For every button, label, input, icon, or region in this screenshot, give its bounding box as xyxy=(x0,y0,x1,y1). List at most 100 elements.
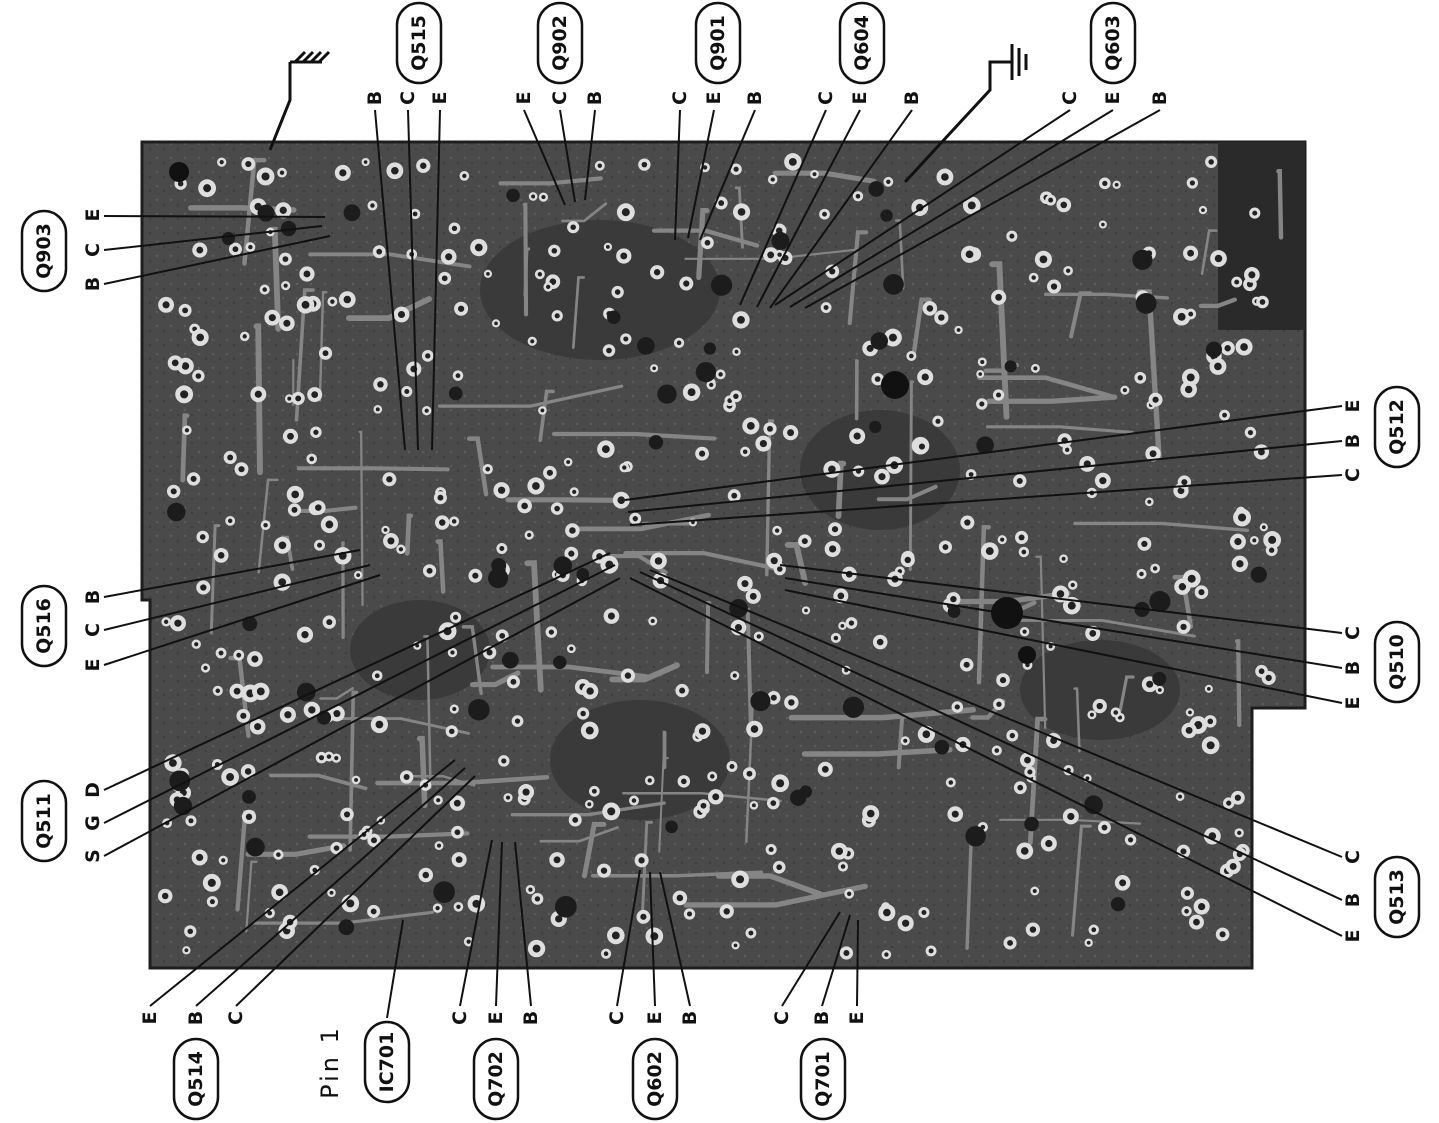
solder-hole xyxy=(909,353,914,359)
circuit-trace xyxy=(296,466,450,472)
solder-hole xyxy=(505,795,511,800)
solder-hole xyxy=(734,349,739,354)
solder-hole xyxy=(426,567,433,574)
circuit-trace xyxy=(466,436,489,497)
circuit-trace xyxy=(1234,639,1242,728)
solder-hole xyxy=(398,547,404,552)
circuit-trace xyxy=(294,288,315,422)
solder-hole xyxy=(963,661,970,668)
solder-hole xyxy=(462,173,467,179)
solder-hole xyxy=(888,333,897,342)
solder-blob xyxy=(934,739,950,755)
solder-hole xyxy=(242,334,247,339)
circuit-trace xyxy=(704,601,712,675)
solder-hole xyxy=(1007,940,1014,946)
solder-hole xyxy=(438,519,446,526)
solder-blob xyxy=(468,698,490,721)
solder-hole xyxy=(804,608,808,613)
solder-hole xyxy=(591,788,597,794)
solder-blob xyxy=(553,556,573,575)
solder-hole xyxy=(709,382,714,388)
solder-hole xyxy=(168,759,177,767)
solder-hole xyxy=(822,211,827,217)
solder-hole xyxy=(451,519,457,524)
solder-hole xyxy=(985,547,994,556)
solder-hole xyxy=(967,201,976,210)
solder-hole xyxy=(718,372,723,377)
solder-hole xyxy=(866,809,875,818)
solder-hole xyxy=(375,407,380,412)
circuit-trace xyxy=(423,635,432,790)
solder-hole xyxy=(723,908,730,915)
solder-blob xyxy=(1135,292,1157,314)
ground-symbol-right xyxy=(903,44,1028,184)
q702-pin-b: B xyxy=(520,1011,542,1025)
solder-hole xyxy=(521,502,528,510)
q604-name: Q604 xyxy=(851,15,873,71)
solder-hole xyxy=(162,301,170,309)
solder-hole xyxy=(1246,281,1254,288)
solder-hole xyxy=(279,170,285,175)
leader-line xyxy=(659,871,691,1007)
solder-hole xyxy=(954,704,960,710)
solder-hole xyxy=(1224,345,1231,352)
circuit-trace xyxy=(876,484,938,502)
q903-name: Q903 xyxy=(33,223,55,279)
solder-hole xyxy=(1101,824,1108,831)
circuit-trace xyxy=(461,625,483,695)
solder-blob xyxy=(1152,671,1167,686)
solder-hole xyxy=(653,269,661,276)
solder-hole xyxy=(1207,718,1214,725)
solder-hole xyxy=(383,528,388,532)
solder-hole xyxy=(709,774,715,779)
solder-hole xyxy=(531,194,536,199)
solder-hole xyxy=(1184,908,1189,914)
solder-hole xyxy=(788,157,797,166)
solder-blob xyxy=(947,605,961,618)
circuit-trace xyxy=(784,541,809,586)
solder-hole xyxy=(600,867,608,874)
circuit-trace xyxy=(986,394,1118,404)
leader-line xyxy=(386,919,404,1019)
solder-hole xyxy=(767,251,775,259)
solder-blob xyxy=(870,332,888,350)
solder-hole xyxy=(586,687,594,695)
solder-hole xyxy=(188,818,194,824)
leader-line xyxy=(103,235,331,285)
solder-hole xyxy=(1067,601,1076,610)
solder-hole xyxy=(621,208,630,217)
solder-hole xyxy=(363,160,368,164)
solder-hole xyxy=(451,225,458,232)
solder-hole xyxy=(1102,180,1108,186)
solder-hole xyxy=(1021,549,1027,555)
q701-name: Q701 xyxy=(812,1051,834,1107)
solder-hole xyxy=(450,650,455,655)
solder-hole xyxy=(942,544,949,550)
solder-hole xyxy=(580,710,586,717)
leader-line xyxy=(103,564,371,631)
solder-hole xyxy=(1238,513,1247,522)
solder-hole xyxy=(303,270,311,278)
solder-hole xyxy=(776,779,785,788)
solder-blob xyxy=(695,362,716,383)
circuit-trace xyxy=(801,747,953,757)
solder-hole xyxy=(734,623,743,632)
circuit-trace xyxy=(538,389,555,443)
solder-hole xyxy=(774,528,780,533)
solder-hole xyxy=(921,910,927,916)
solder-hole xyxy=(1039,255,1048,264)
solder-hole xyxy=(1181,479,1188,486)
solder-hole xyxy=(631,798,637,803)
leader-line xyxy=(739,109,827,306)
solder-blob xyxy=(280,220,297,237)
solder-hole xyxy=(742,449,748,454)
q512-pin-c: C xyxy=(1342,468,1364,482)
solder-blob xyxy=(433,881,455,903)
leader-line xyxy=(649,871,656,1007)
q510-name: Q510 xyxy=(1386,634,1408,690)
solder-hole xyxy=(712,793,720,801)
solder-blob xyxy=(606,310,621,325)
leader-line xyxy=(769,109,913,309)
solder-blob xyxy=(750,691,771,712)
solder-hole xyxy=(620,252,628,260)
